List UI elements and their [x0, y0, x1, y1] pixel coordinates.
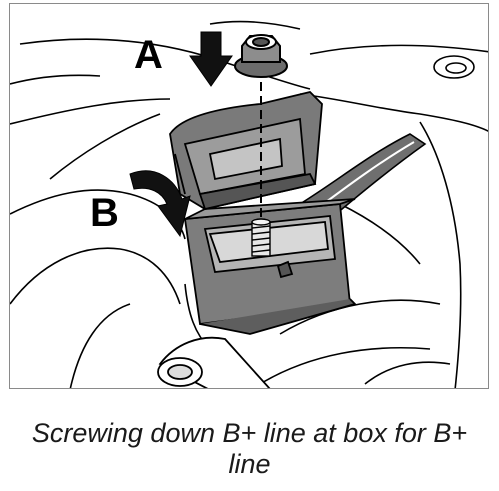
caption-line-1: Screwing down B+ line at box for B+ — [31, 418, 468, 448]
figure-caption: Screwing down B+ line at box for B+ line — [0, 418, 499, 480]
illustration-panel: A B — [9, 3, 489, 389]
label-a: A — [134, 33, 163, 77]
label-b: B — [90, 191, 119, 235]
caption-line-2: line — [228, 449, 271, 479]
b-plus-box — [183, 198, 357, 335]
foreground-pipe — [157, 336, 271, 388]
engine-bay-drawing: A B — [10, 20, 488, 388]
threaded-stud — [251, 218, 271, 257]
flange-nut-icon — [234, 34, 288, 78]
down-arrow-icon — [189, 31, 233, 87]
engine-bay-outline — [10, 20, 488, 388]
mounting-hole — [433, 55, 475, 79]
curved-arrow-icon — [129, 170, 191, 238]
box-lid — [169, 91, 323, 211]
